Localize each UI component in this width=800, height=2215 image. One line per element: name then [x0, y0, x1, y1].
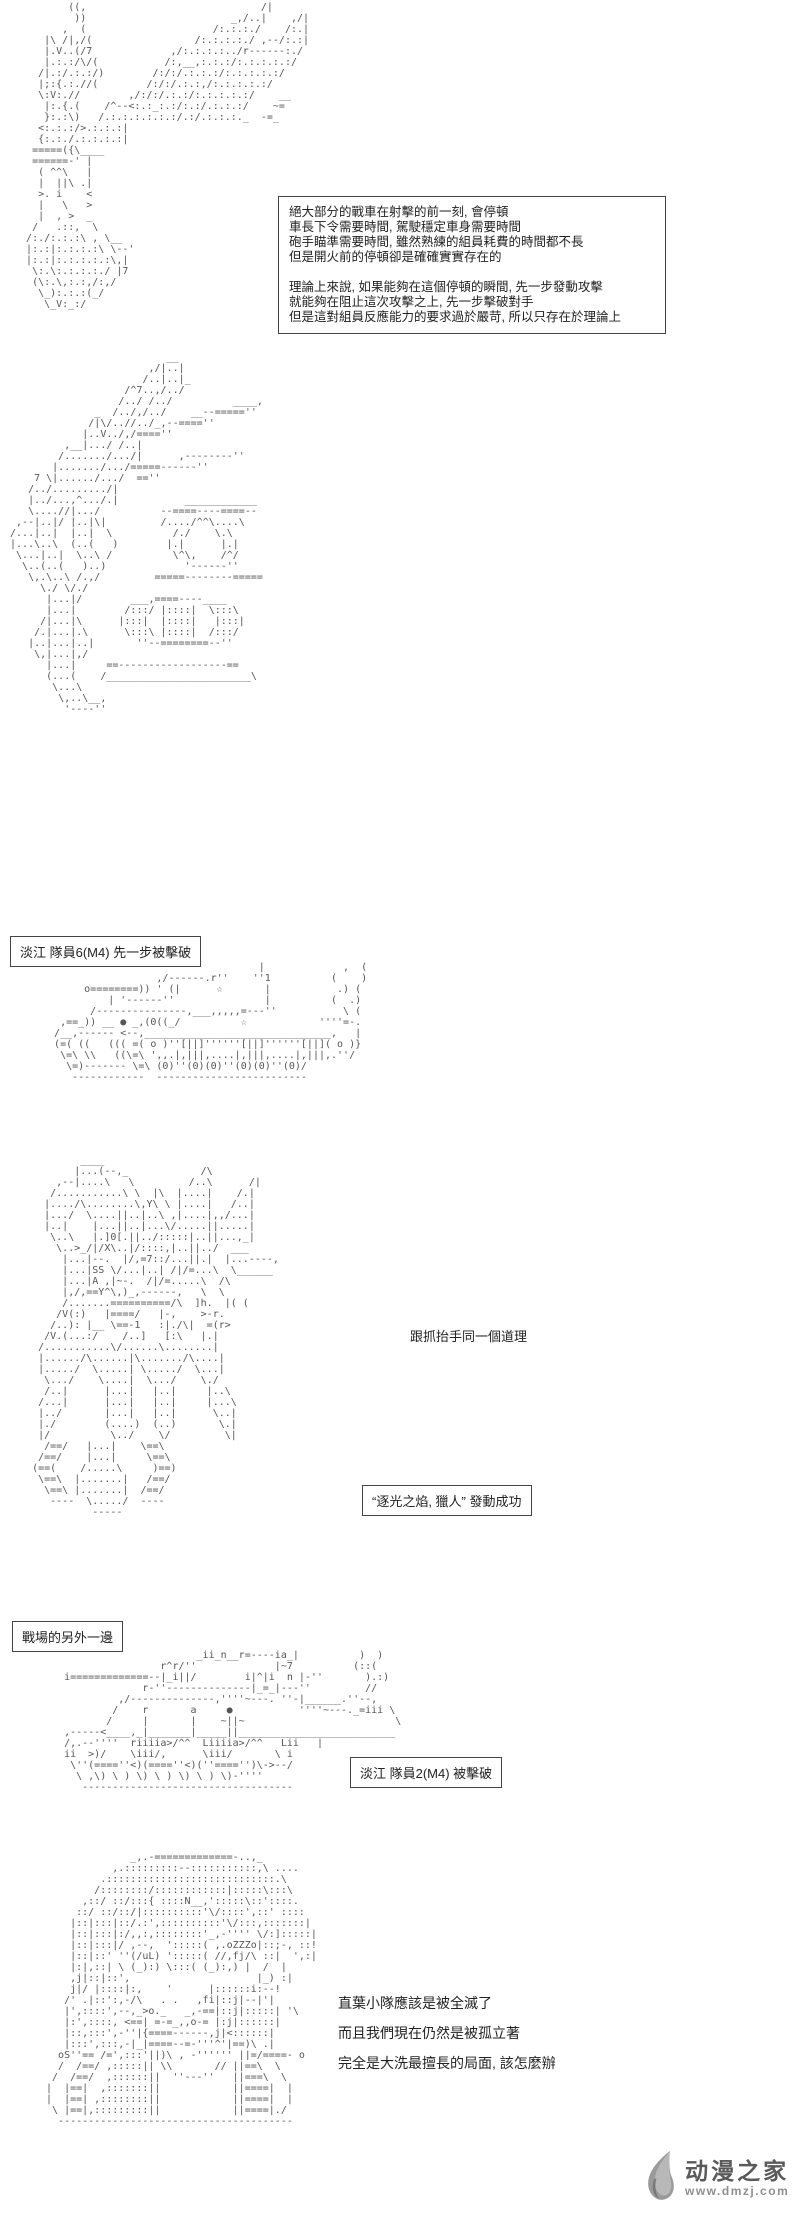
narration-box: 絕大部分的戰車在射擊的前一刻, 會停頓 車長下令需要時間, 駕駛穩定車身需要時間… [278, 196, 666, 334]
caption-battlefield-other-side: 戰場的另外一邊 [12, 1621, 124, 1652]
ascii-art-rider: __ ,/|..| /..|..|_ /^7..,/../ /../ /../ … [10, 352, 263, 715]
ink-drop-icon [643, 2146, 677, 2209]
site-url: www.dmzj.com [685, 2183, 790, 2198]
caption-same-principle: 跟抓抬手同一個道理 [410, 1329, 528, 1344]
ascii-art-tank-star: | , ( ,/------.r'' ''1 ( ) o========)) '… [54, 962, 368, 1083]
site-name: 动漫之家 [685, 2157, 790, 2184]
ascii-art-tank-m4: _ii_n__r=----ia_| ) ) r^r/'' |~7 (::( i=… [64, 1650, 402, 1793]
dialogue-line-3: 完全是大洗最擅長的局面, 該怎麼辦 [338, 2055, 556, 2071]
dialogue-line-2: 而且我們現在仍然是被孤立著 [338, 2025, 520, 2041]
dmzj-watermark: 动漫之家 www.dmzj.com [643, 2146, 789, 2209]
caption-skill-activated: “逐光之焰, 獵人” 發動成功 [362, 1485, 532, 1516]
ascii-art-portrait: _,.-=============-..,_ ,.:::::::::--::::… [46, 1852, 317, 2127]
caption-tank1-destroyed: 淡江 隊員6(M4) 先一步被擊破 [10, 936, 202, 967]
caption-tank2-destroyed: 淡江 隊員2(M4) 被擊破 [350, 1757, 503, 1788]
ascii-art-hunter: ____ |...(--,_ /\ ,--|....\ \ /..\ /| /.… [32, 1155, 279, 1518]
dialogue-line-1: 直葉小隊應該是被全滅了 [338, 1995, 492, 2011]
watermark-text: 动漫之家 www.dmzj.com [685, 2158, 789, 2198]
ascii-art-commander: ((, /| )) _,/..| ,/| , ( /:.:.:./ /:.| |… [26, 2, 310, 310]
